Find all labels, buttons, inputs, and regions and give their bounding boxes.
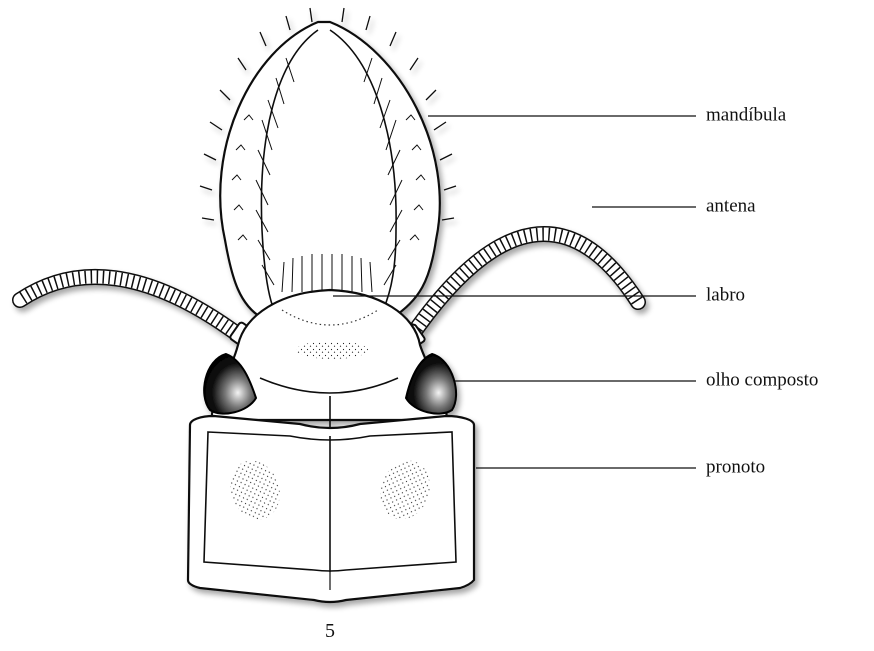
figure-number: 5 [325,620,335,642]
label-antena: antena [706,195,756,216]
pronotum [188,416,474,602]
mandibles [200,8,456,318]
left-antenna [20,277,259,351]
label-labro: labro [706,284,745,305]
label-mandibula: mandíbula [706,104,787,125]
label-olho-composto: olho composto [706,369,818,390]
head-and-pronotum [20,8,638,602]
label-pronoto: pronoto [706,456,765,477]
